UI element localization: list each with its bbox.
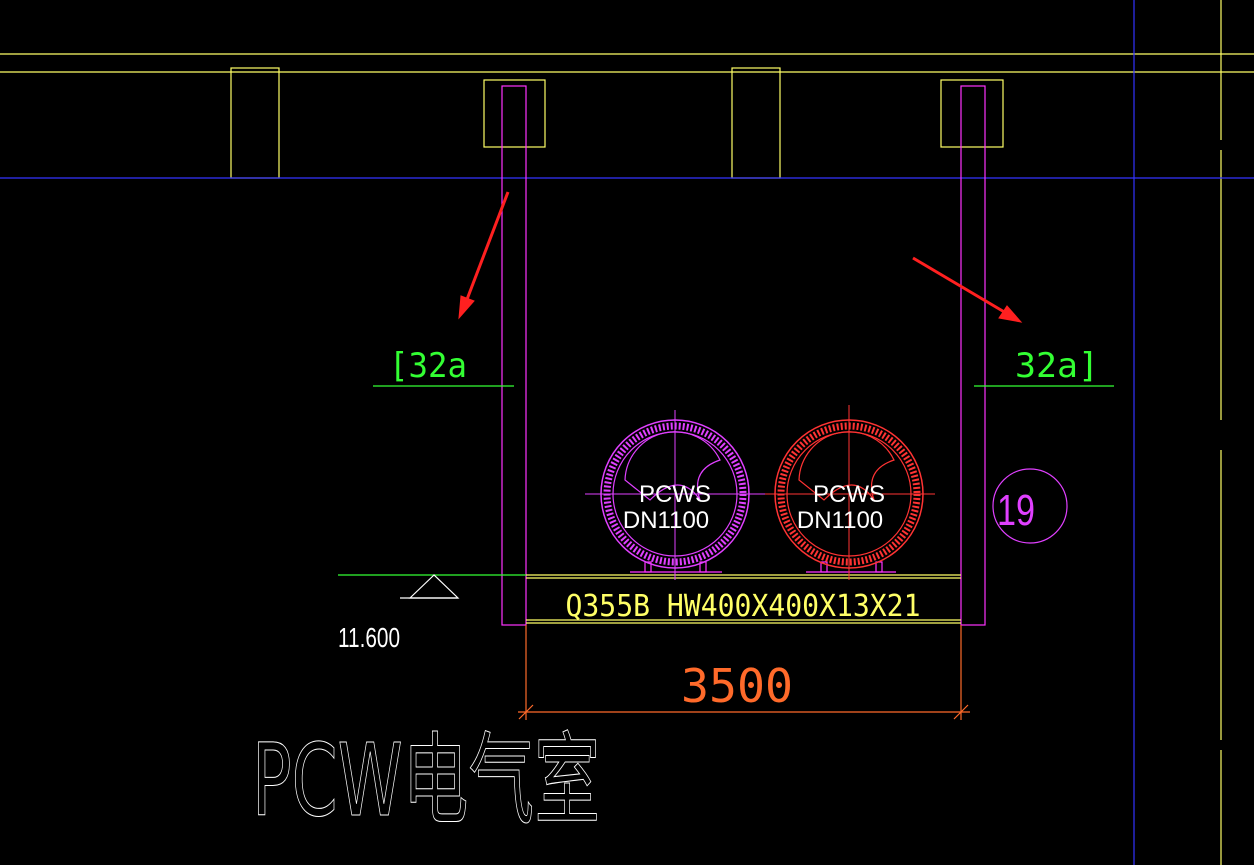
beam-spec-label: Q355B HW400X400X13X21: [566, 589, 921, 624]
pipe-2-name: PCWS: [813, 481, 885, 508]
right-channel-callout: 32a]: [974, 346, 1114, 387]
left-channel-label: [32a: [389, 346, 467, 386]
grid-axis-bubble-icon: 19: [992, 468, 1068, 544]
pipe-2: PCWS DN1100: [765, 405, 935, 580]
elevation-label: 11.600: [338, 622, 400, 653]
elevation-triangle-icon: [338, 574, 526, 599]
left-channel-callout: [32a: [373, 346, 514, 387]
room-name: PCW电气室: [252, 722, 600, 839]
channel-support-posts: [501, 85, 986, 626]
pipe-1-name: PCWS: [639, 481, 711, 508]
dimension-line: [518, 625, 970, 720]
pipe-1-size: DN1100: [623, 507, 709, 534]
axis-number: 19: [997, 486, 1035, 535]
red-arrow-icon: [458, 191, 1023, 323]
pipe-2-size: DN1100: [797, 507, 883, 534]
pipe-1: PCWS DN1100: [585, 410, 765, 580]
dimension-label: 3500: [681, 659, 793, 713]
right-channel-label: 32a]: [1015, 346, 1099, 386]
pipe-saddles: [630, 561, 896, 573]
steel-beam: [526, 574, 961, 624]
